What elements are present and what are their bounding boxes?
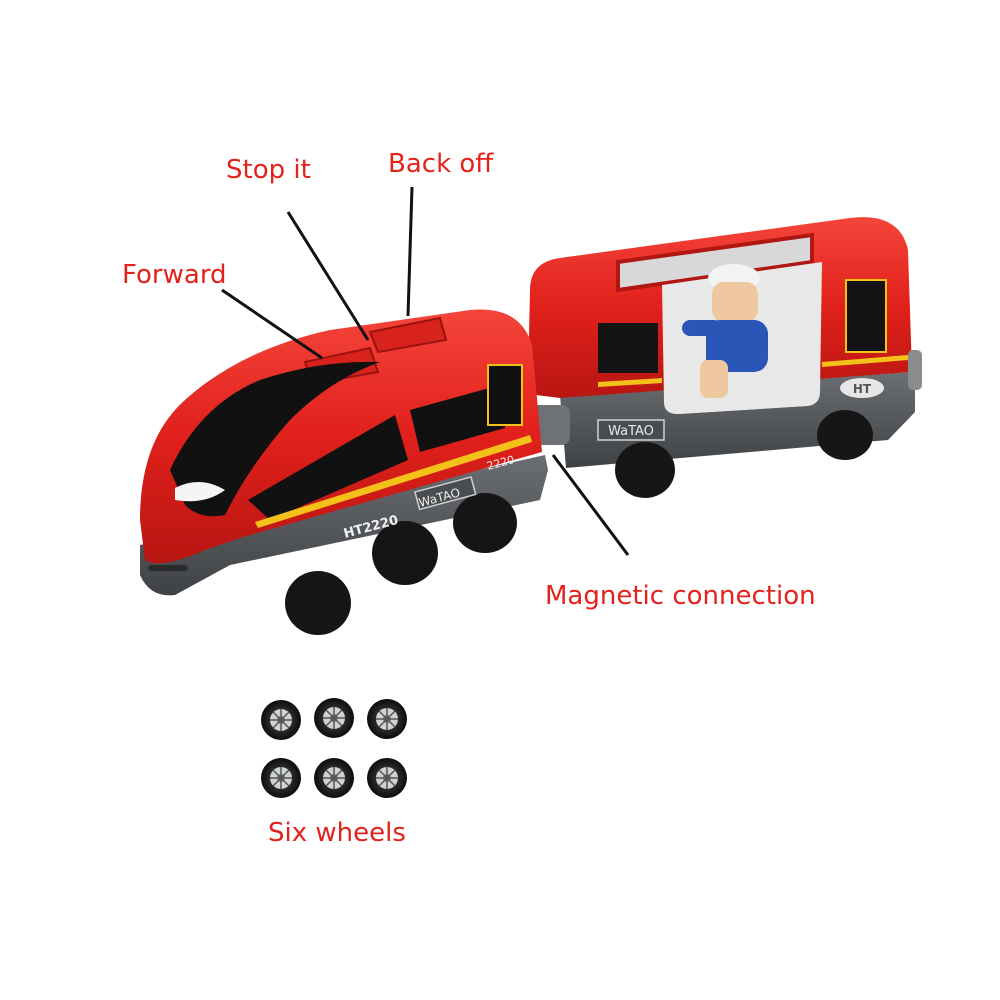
locomotive-window <box>410 385 505 452</box>
annotation-lines <box>221 186 630 556</box>
pointer-line-magnetic <box>551 454 630 556</box>
wheel-icon <box>367 758 407 798</box>
wheel-icon <box>261 758 301 798</box>
locomotive-wheel <box>372 521 438 585</box>
locomotive-stripe <box>255 435 532 528</box>
wheel-icon <box>314 698 354 738</box>
pointer-line-back <box>406 186 414 317</box>
carriage-window <box>598 323 658 373</box>
carriage-brand-plate <box>597 419 665 441</box>
locomotive-wheel <box>285 571 351 635</box>
carriage-badge <box>840 378 884 398</box>
carriage-wheel <box>817 410 873 460</box>
passenger-carriage: WaTAO HT <box>528 217 922 498</box>
carriage-door <box>845 279 887 353</box>
pointer-line-forward <box>221 288 323 360</box>
locomotive-headlight <box>175 481 225 502</box>
back-button <box>368 316 448 354</box>
annotation-wheels-label: Six wheels <box>268 818 406 848</box>
wheel-icon <box>261 700 301 740</box>
wheel-icon <box>367 699 407 739</box>
carriage-badge-text: HT <box>853 382 872 396</box>
annotation-magnetic-label: Magnetic connection <box>545 581 816 611</box>
locomotive-door <box>487 364 523 426</box>
rear-coupler <box>908 350 922 390</box>
annotation-forward-label: Forward <box>122 260 227 290</box>
carriage-stripe <box>598 378 662 387</box>
carriage-wheel <box>615 442 675 498</box>
locomotive-body <box>140 309 542 564</box>
wheel-set <box>261 698 407 798</box>
locomotive-windshield <box>170 361 380 517</box>
engine-brand-plate <box>414 476 477 511</box>
locomotive-wheel <box>453 493 517 553</box>
locomotive: HT2220 WaTAO 2220 <box>140 309 548 635</box>
locomotive-grille <box>148 565 188 571</box>
driver-figure <box>682 264 768 398</box>
annotation-stop-label: Stop it <box>226 155 311 185</box>
carriage-stripe <box>822 355 908 367</box>
pointer-line-stop <box>286 211 370 341</box>
carriage-brand-text: WaTAO <box>608 424 654 439</box>
wheel-icon <box>314 758 354 798</box>
annotation-back-label: Back off <box>388 149 494 179</box>
locomotive-window <box>248 415 408 520</box>
carriage-roof-window <box>616 232 814 293</box>
